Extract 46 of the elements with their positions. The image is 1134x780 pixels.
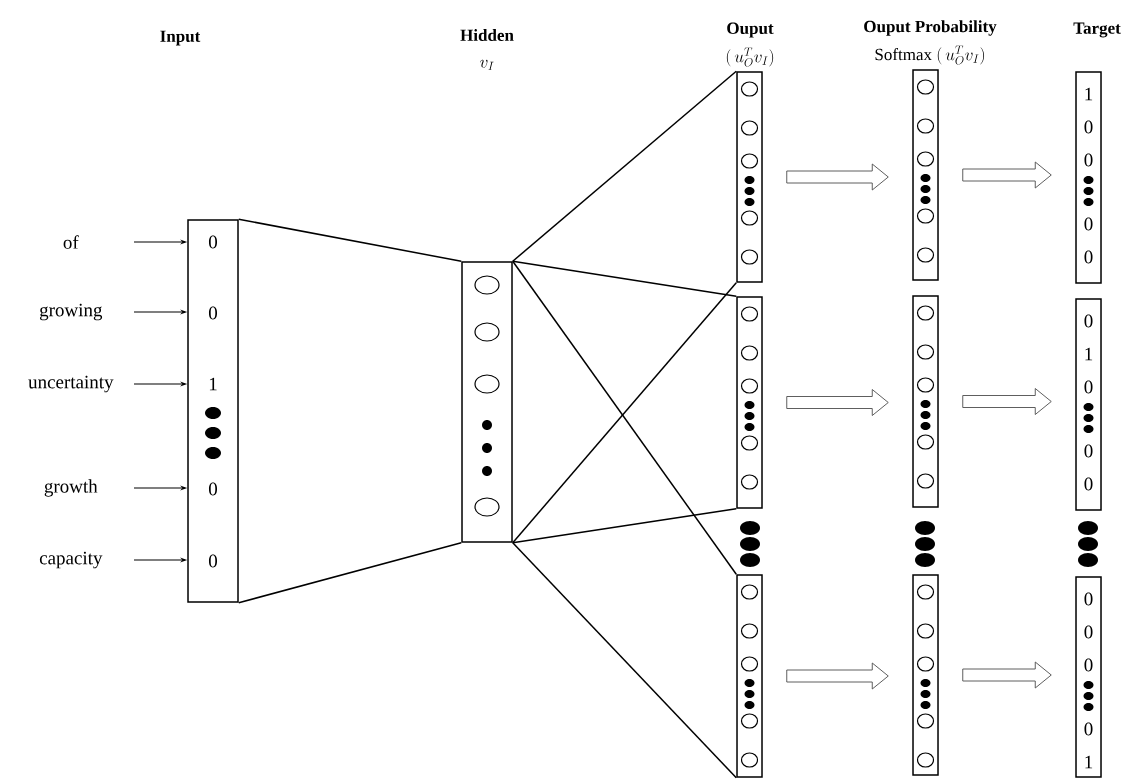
vector-entry: 0 — [1084, 153, 1093, 167]
word-label: uncertainty — [28, 375, 114, 393]
vector-entry: 0 — [209, 482, 217, 496]
vector-entry: 0 — [1084, 314, 1093, 328]
column-heading: Hidden — [460, 29, 514, 41]
vector-entry: 0 — [1084, 477, 1093, 491]
vector-entry: 0 — [1084, 120, 1093, 134]
vector-entry: 0 — [1084, 592, 1093, 606]
hollow-arrow — [786, 389, 889, 416]
connection-line — [512, 282, 737, 544]
vector-entry: 0 — [209, 306, 217, 320]
column-heading: Input — [160, 30, 201, 46]
column-heading: Target — [1073, 22, 1121, 38]
connection-line — [512, 260, 737, 297]
formula-label: $(\, u_O^T v_I)$ — [726, 47, 774, 67]
connection-line — [512, 260, 737, 575]
vector-entry: 1 — [1085, 755, 1093, 769]
vector-entry: 0 — [1084, 250, 1093, 264]
word-label: capacity — [39, 551, 103, 569]
word-label: of — [63, 235, 79, 249]
vector-entry: 0 — [1084, 380, 1093, 394]
vector-entry: 0 — [1084, 625, 1093, 639]
vector-entry: 0 — [1084, 722, 1093, 736]
hollow-arrow — [786, 163, 889, 191]
column-heading: Ouput Probability — [864, 20, 997, 36]
vector-entry: 1 — [1085, 347, 1093, 361]
hollow-arrow — [962, 661, 1052, 689]
vector-entry: 0 — [209, 235, 217, 249]
formula-label: $v_I$ — [480, 59, 494, 70]
vector-entry: 0 — [209, 554, 217, 568]
vector-entry: 0 — [1084, 658, 1093, 672]
connection-line — [512, 70, 737, 262]
vector-entry: 0 — [1084, 217, 1093, 231]
connection-line — [512, 542, 737, 779]
vector-entry: 1 — [209, 377, 217, 391]
hollow-arrow — [962, 388, 1052, 415]
connection-line — [512, 508, 737, 544]
hollow-arrow — [786, 662, 889, 690]
connection-line — [238, 218, 462, 262]
column-heading: Ouput — [727, 22, 774, 38]
word-label: growing — [39, 303, 103, 321]
vector-entry: 0 — [1084, 444, 1093, 458]
connection-line — [238, 542, 462, 604]
hollow-arrow — [962, 161, 1052, 189]
vector-entry: 1 — [1085, 87, 1093, 101]
word-label: growth — [44, 479, 98, 497]
